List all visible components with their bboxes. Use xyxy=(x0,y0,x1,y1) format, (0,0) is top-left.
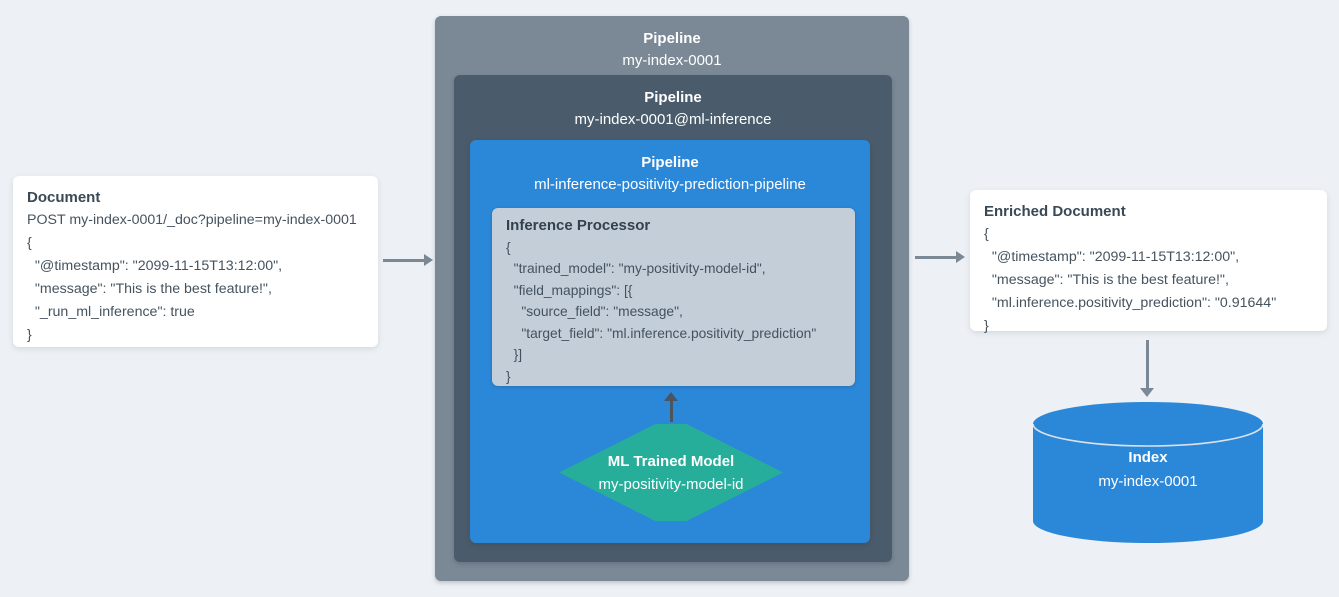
inference-processor-title: Inference Processor xyxy=(506,217,651,234)
pipeline-mid-name: my-index-0001@ml-inference xyxy=(574,111,772,128)
flow-arrow-pipeline-to-enriched xyxy=(915,251,965,263)
index-cylinder-text: Index my-index-0001 xyxy=(1033,446,1263,494)
arrow-right-icon xyxy=(956,251,965,263)
arrow-shaft xyxy=(1145,340,1149,388)
enriched-document-card: Enriched Document { "@timestamp": "2099-… xyxy=(970,190,1327,334)
flow-arrow-document-to-pipeline xyxy=(383,254,433,266)
enriched-document-title: Enriched Document xyxy=(984,203,1126,220)
pipeline-mid-header: Pipeline my-index-0001@ml-inference xyxy=(454,75,892,131)
pipeline-outer-label: Pipeline xyxy=(643,30,701,47)
index-cylinder: Index my-index-0001 xyxy=(1033,402,1263,543)
arrow-up-icon xyxy=(664,392,678,401)
pipeline-mid-label: Pipeline xyxy=(644,89,702,106)
inference-processor-code: { "trained_model": "my-positivity-model-… xyxy=(506,239,817,384)
arrow-down-icon xyxy=(1140,388,1154,397)
flow-arrow-enriched-to-index xyxy=(1140,340,1154,397)
pipeline-inner-label: Pipeline xyxy=(641,154,699,171)
flow-arrow-model-to-processor xyxy=(664,392,678,422)
inference-processor-box: Inference Processor { "trained_model": "… xyxy=(492,208,855,386)
ml-model-name: my-positivity-model-id xyxy=(598,475,744,493)
arrow-right-icon xyxy=(424,254,433,266)
pipeline-inner-name: ml-inference-positivity-prediction-pipel… xyxy=(534,176,806,193)
pipeline-inner-header: Pipeline ml-inference-positivity-predict… xyxy=(470,140,870,196)
database-cylinder-icon xyxy=(1033,402,1263,543)
document-card-title: Document xyxy=(27,189,101,206)
document-card: Document POST my-index-0001/_doc?pipelin… xyxy=(13,176,378,347)
document-card-code: POST my-index-0001/_doc?pipeline=my-inde… xyxy=(27,212,357,343)
pipeline-outer-name: my-index-0001 xyxy=(622,52,722,69)
index-title: Index xyxy=(1128,449,1168,466)
arrow-shaft xyxy=(915,256,956,259)
arrow-shaft xyxy=(383,259,424,262)
arrow-shaft xyxy=(669,399,673,422)
pipeline-outer-header: Pipeline my-index-0001 xyxy=(435,16,909,72)
index-name: my-index-0001 xyxy=(1098,473,1198,490)
enriched-document-code: { "@timestamp": "2099-11-15T13:12:00", "… xyxy=(984,226,1277,334)
ml-model-title: ML Trained Model xyxy=(607,452,735,470)
